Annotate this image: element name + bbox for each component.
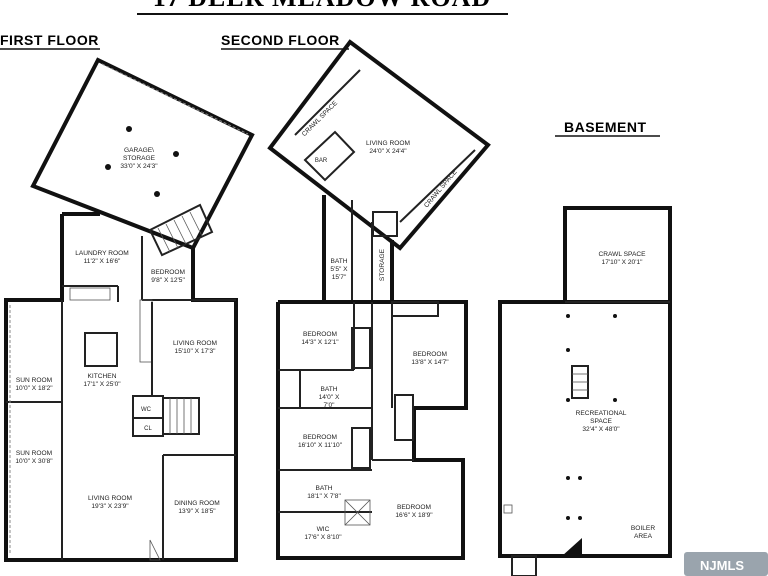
sun-room-1-dim: 10'0" X 18'2" (15, 385, 53, 392)
laundry-label: LAUNDRY ROOM (75, 250, 129, 257)
bath-1-label: BATH (330, 258, 347, 265)
laundry-dim: 11'2" X 16'6" (84, 258, 121, 265)
basement-label: BASEMENT (564, 119, 647, 135)
living-room-1-label: LIVING ROOM (173, 340, 217, 347)
bedroom-5-label: BEDROOM (397, 504, 431, 511)
bath-1-dim: 5'5" X (330, 266, 348, 273)
basement-plan (498, 206, 672, 576)
living-room-3-label: LIVING ROOM (366, 140, 410, 147)
bedroom-2-label: BEDROOM (303, 331, 337, 338)
bath-2-dim: 14'0" X (319, 394, 340, 401)
bath-2-label: BATH (320, 386, 337, 393)
kitchen-dim: 17'1" X 25'0" (83, 381, 121, 388)
crawl-space-b-label: CRAWL SPACE (423, 168, 459, 209)
bath-3-label: BATH (315, 485, 332, 492)
boiler-label-2: AREA (634, 533, 653, 540)
bedroom-4-dim: 16'10" X 11'10" (298, 442, 343, 449)
garage-label-2: STORAGE (123, 155, 156, 162)
recreational-label-2: SPACE (590, 418, 612, 425)
wic-dim: 17'6" X 8'10" (304, 534, 342, 541)
closet-label-1: CL (144, 426, 152, 432)
sun-room-1-label: SUN ROOM (16, 377, 52, 384)
bath-3-dim: 18'1" X 7'8" (307, 493, 341, 500)
second-floor-upper-walls (267, 39, 491, 251)
garage-walls (30, 57, 255, 251)
living-room-2-dim: 19'3" X 23'9" (91, 503, 129, 510)
dining-room-dim: 13'9" X 18'5" (178, 508, 216, 515)
recreational-dim: 32'4" X 48'0" (582, 426, 620, 433)
bedroom-3-dim: 13'8" X 14'7" (411, 359, 449, 366)
living-room-2-label: LIVING ROOM (88, 495, 132, 502)
bedroom-1-label: BEDROOM (151, 269, 185, 276)
dining-room-label: DINING ROOM (174, 500, 219, 507)
sun-room-2-label: SUN ROOM (16, 450, 52, 457)
wic-label: WIC (317, 526, 330, 533)
first-floor-label: FIRST FLOOR (0, 32, 99, 48)
crawl-space-walls (563, 206, 672, 302)
garage-label: GARAGE\ (124, 147, 154, 154)
bedroom-4-label: BEDROOM (303, 434, 337, 441)
njmls-logo: NJMLS (684, 552, 768, 576)
logo-text: NJMLS (700, 558, 744, 573)
boiler-label: BOILER (631, 525, 655, 532)
second-floor-label: SECOND FLOOR (221, 32, 340, 48)
bath-2-dim-2: 7'0" (324, 402, 336, 409)
wc-label: WC (141, 407, 152, 413)
bedroom-2-dim: 14'3" X 12'1" (301, 339, 339, 346)
garage-dim: 33'0" X 24'3" (120, 163, 158, 170)
living-room-1-dim: 15'10" X 17'3" (175, 348, 217, 355)
bedroom-3-label: BEDROOM (413, 351, 447, 358)
page-title: 17 DEER MEADOW ROAD (153, 0, 491, 12)
bath-1-dim-2: 15'7" (332, 274, 347, 281)
bedroom-1-dim: 9'8" X 12'5" (151, 277, 185, 284)
kitchen-label: KITCHEN (88, 373, 117, 380)
recreational-label: RECREATIONAL (576, 410, 627, 417)
crawl-space-c-label: CRAWL SPACE (598, 251, 646, 258)
bar-label: BAR (315, 158, 328, 164)
first-floor-plan (4, 57, 255, 562)
living-room-3-dim: 24'0" X 24'4" (369, 148, 407, 155)
second-floor-plan (267, 39, 491, 560)
storage-label: STORAGE (379, 248, 386, 281)
bedroom-5-dim: 16'6" X 18'9" (395, 512, 433, 519)
sun-room-2-dim: 10'0" X 30'8" (15, 458, 53, 465)
crawl-space-c-dim: 17'10" X 20'1" (602, 259, 644, 266)
